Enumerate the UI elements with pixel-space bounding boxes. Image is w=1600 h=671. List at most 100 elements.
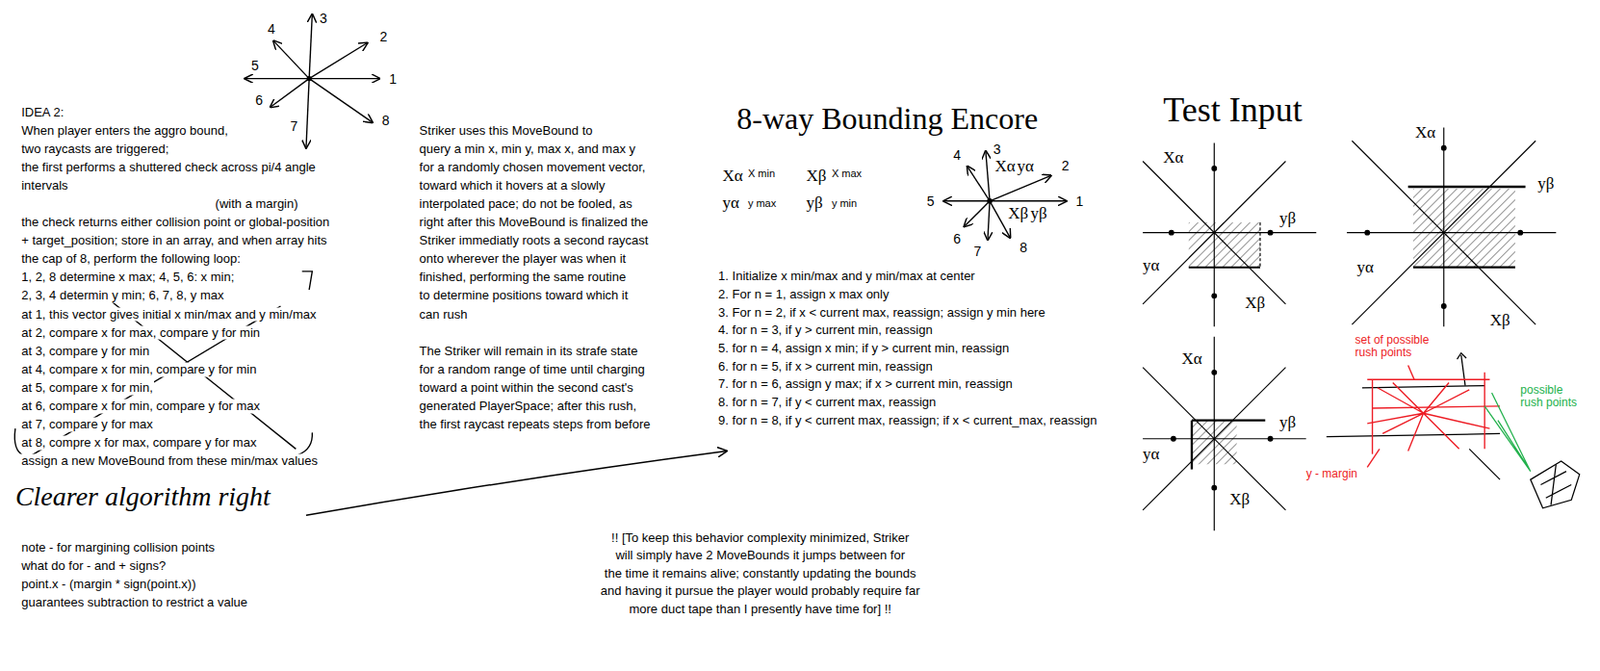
test-sketch-stroke (1351, 140, 1536, 325)
note-text: at 1, this vector gives initial x min/ma… (20, 307, 317, 322)
axis-label: yβ (1030, 204, 1047, 224)
rush-sketch-stroke (1530, 461, 1580, 509)
direction-compass-stroke (244, 77, 310, 79)
note-text: 2. For n = 1, assign x max only (717, 286, 890, 302)
note-text: generated PlayerSpace; after this rush, (418, 398, 638, 413)
test-sketch-stroke (1188, 266, 1261, 269)
direction-number: 2 (1061, 157, 1070, 174)
note-text: the check returns either collision point… (20, 215, 331, 231)
test-sketch-stroke (1212, 166, 1217, 172)
direction-number: 6 (255, 92, 263, 108)
direction-number: 6 (953, 231, 961, 247)
axis-label: yα (1356, 258, 1373, 278)
test-sketch-stroke (1212, 370, 1217, 376)
rush-sketch-stroke (1367, 382, 1490, 451)
axis-label: yα (1142, 444, 1160, 465)
direction-compass-stroke (987, 199, 992, 204)
axis-label: yα (722, 193, 739, 213)
test-sketch-stroke (1188, 222, 1261, 268)
axis-label: Xβ (1229, 490, 1250, 511)
note-text: at 5, compare x for min, (20, 380, 155, 395)
note-text: point.x - (margin * sign(point.x)) (20, 577, 197, 593)
rush-sketch-stroke (1483, 372, 1485, 449)
rush-sketch (1326, 353, 1580, 509)
direction-number: 4 (267, 21, 276, 37)
direction-compass-stroke (273, 40, 310, 78)
test-sketch-stroke (1267, 436, 1273, 441)
handwritten-heading: 8-way Bounding Encore (736, 101, 1038, 137)
test-sketch-stroke (1142, 367, 1286, 511)
axis-label: Xα (1162, 149, 1184, 169)
test-sketch-stroke (1142, 438, 1307, 439)
note-text: query a min x, min y, max x, and max y (418, 141, 637, 156)
note-text: 1. Initialize x min/max and y min/max at… (717, 269, 977, 284)
note-text: at 4, compare x for min, compare y for m… (20, 361, 258, 377)
test-sketch-stroke (1443, 127, 1445, 327)
note-text: at 2, compare x for max, compare y for m… (20, 325, 261, 340)
test-sketch-stroke (1213, 336, 1215, 531)
axis-label: Xβ (1490, 310, 1511, 331)
direction-compass-stroke (943, 200, 990, 202)
note-text: interpolated pace; do not be fooled, as (418, 197, 634, 212)
direction-number: 5 (251, 57, 259, 74)
axis-caption: X min (748, 167, 775, 181)
axis-label: yα (1016, 156, 1033, 177)
direction-number: 1 (388, 71, 397, 87)
test-sketch-stroke (1168, 230, 1174, 235)
cross-out-stroke (297, 432, 312, 455)
axis-label: yβ (1279, 208, 1296, 229)
note-text: to determine positions toward which it (418, 288, 630, 304)
direction-compass-stroke (270, 78, 310, 108)
rush-sketch-stroke (1367, 448, 1380, 467)
handwritten-note: Clearer algorithm right (15, 481, 271, 513)
annotation: y - margin (1306, 467, 1358, 482)
note-text: more duct tape than I presently have tim… (627, 601, 892, 617)
axis-label: Xα (1415, 123, 1436, 143)
direction-compass-stroke (989, 200, 1066, 202)
note-text: When player enters the aggro bound, (20, 123, 230, 138)
pointer-arrow-stroke (306, 450, 727, 516)
test-sketch-stroke (1351, 140, 1536, 325)
note-text: 1, 2, 8 determine x max; 4, 5, 6: x min; (20, 270, 235, 285)
note-text: 5. for n = 4, assign x min; if y > curre… (717, 340, 1010, 356)
direction-number: 8 (1019, 238, 1028, 255)
sketch-group (14, 14, 1579, 531)
axis-label: yβ (1279, 412, 1296, 433)
direction-compass-stroke (307, 77, 311, 81)
rush-sketch-stroke (1457, 353, 1468, 360)
note-text: the cap of 8, perform the following loop… (20, 252, 242, 267)
rush-sketch-stroke (1362, 386, 1485, 388)
axis-caption: y min (831, 197, 857, 210)
rush-sketch-stroke (1469, 448, 1500, 480)
axis-label: Xα (722, 167, 743, 187)
direction-compass (244, 14, 380, 149)
note-text: the first raycast repeats steps from bef… (418, 416, 652, 432)
note-text: 8. for n = 7, if y < current max, reassi… (717, 394, 937, 410)
cross-out (14, 271, 312, 458)
test-sketch-stroke (1441, 145, 1446, 151)
handwritten-heading: Test Input (1162, 90, 1302, 130)
note-text: 9. for n = 8, if y < current max, reassi… (717, 412, 1098, 428)
test-sketch (1142, 336, 1307, 531)
test-sketch-stroke (1408, 185, 1526, 188)
axis-label: yα (1142, 256, 1160, 276)
direction-compass-stroke (306, 78, 310, 149)
direction-compass-stroke (989, 201, 1010, 238)
test-sketch-stroke (1518, 230, 1523, 235)
rush-sketch-stroke (1461, 355, 1466, 387)
note-text: 3. For n = 2, if x < current max, reassi… (717, 305, 1047, 320)
axis-label: Xβ (1244, 293, 1265, 313)
sketch-group (1326, 353, 1580, 509)
test-sketch (1346, 127, 1556, 327)
axis-label: yβ (1537, 174, 1554, 194)
test-sketch-stroke (1346, 232, 1556, 233)
note-text: at 8, compre x for max, compare y for ma… (20, 436, 258, 451)
direction-compass-stroke (987, 201, 990, 240)
direction-number: 1 (1075, 193, 1084, 209)
direction-number: 4 (953, 147, 961, 163)
sketch-group (1367, 364, 1500, 467)
rush-sketch-stroke (1367, 379, 1490, 381)
note-text: 7. for n = 6, assign y max; if x > curre… (717, 377, 1014, 392)
note-text: at 3, compare y for min (20, 343, 151, 359)
